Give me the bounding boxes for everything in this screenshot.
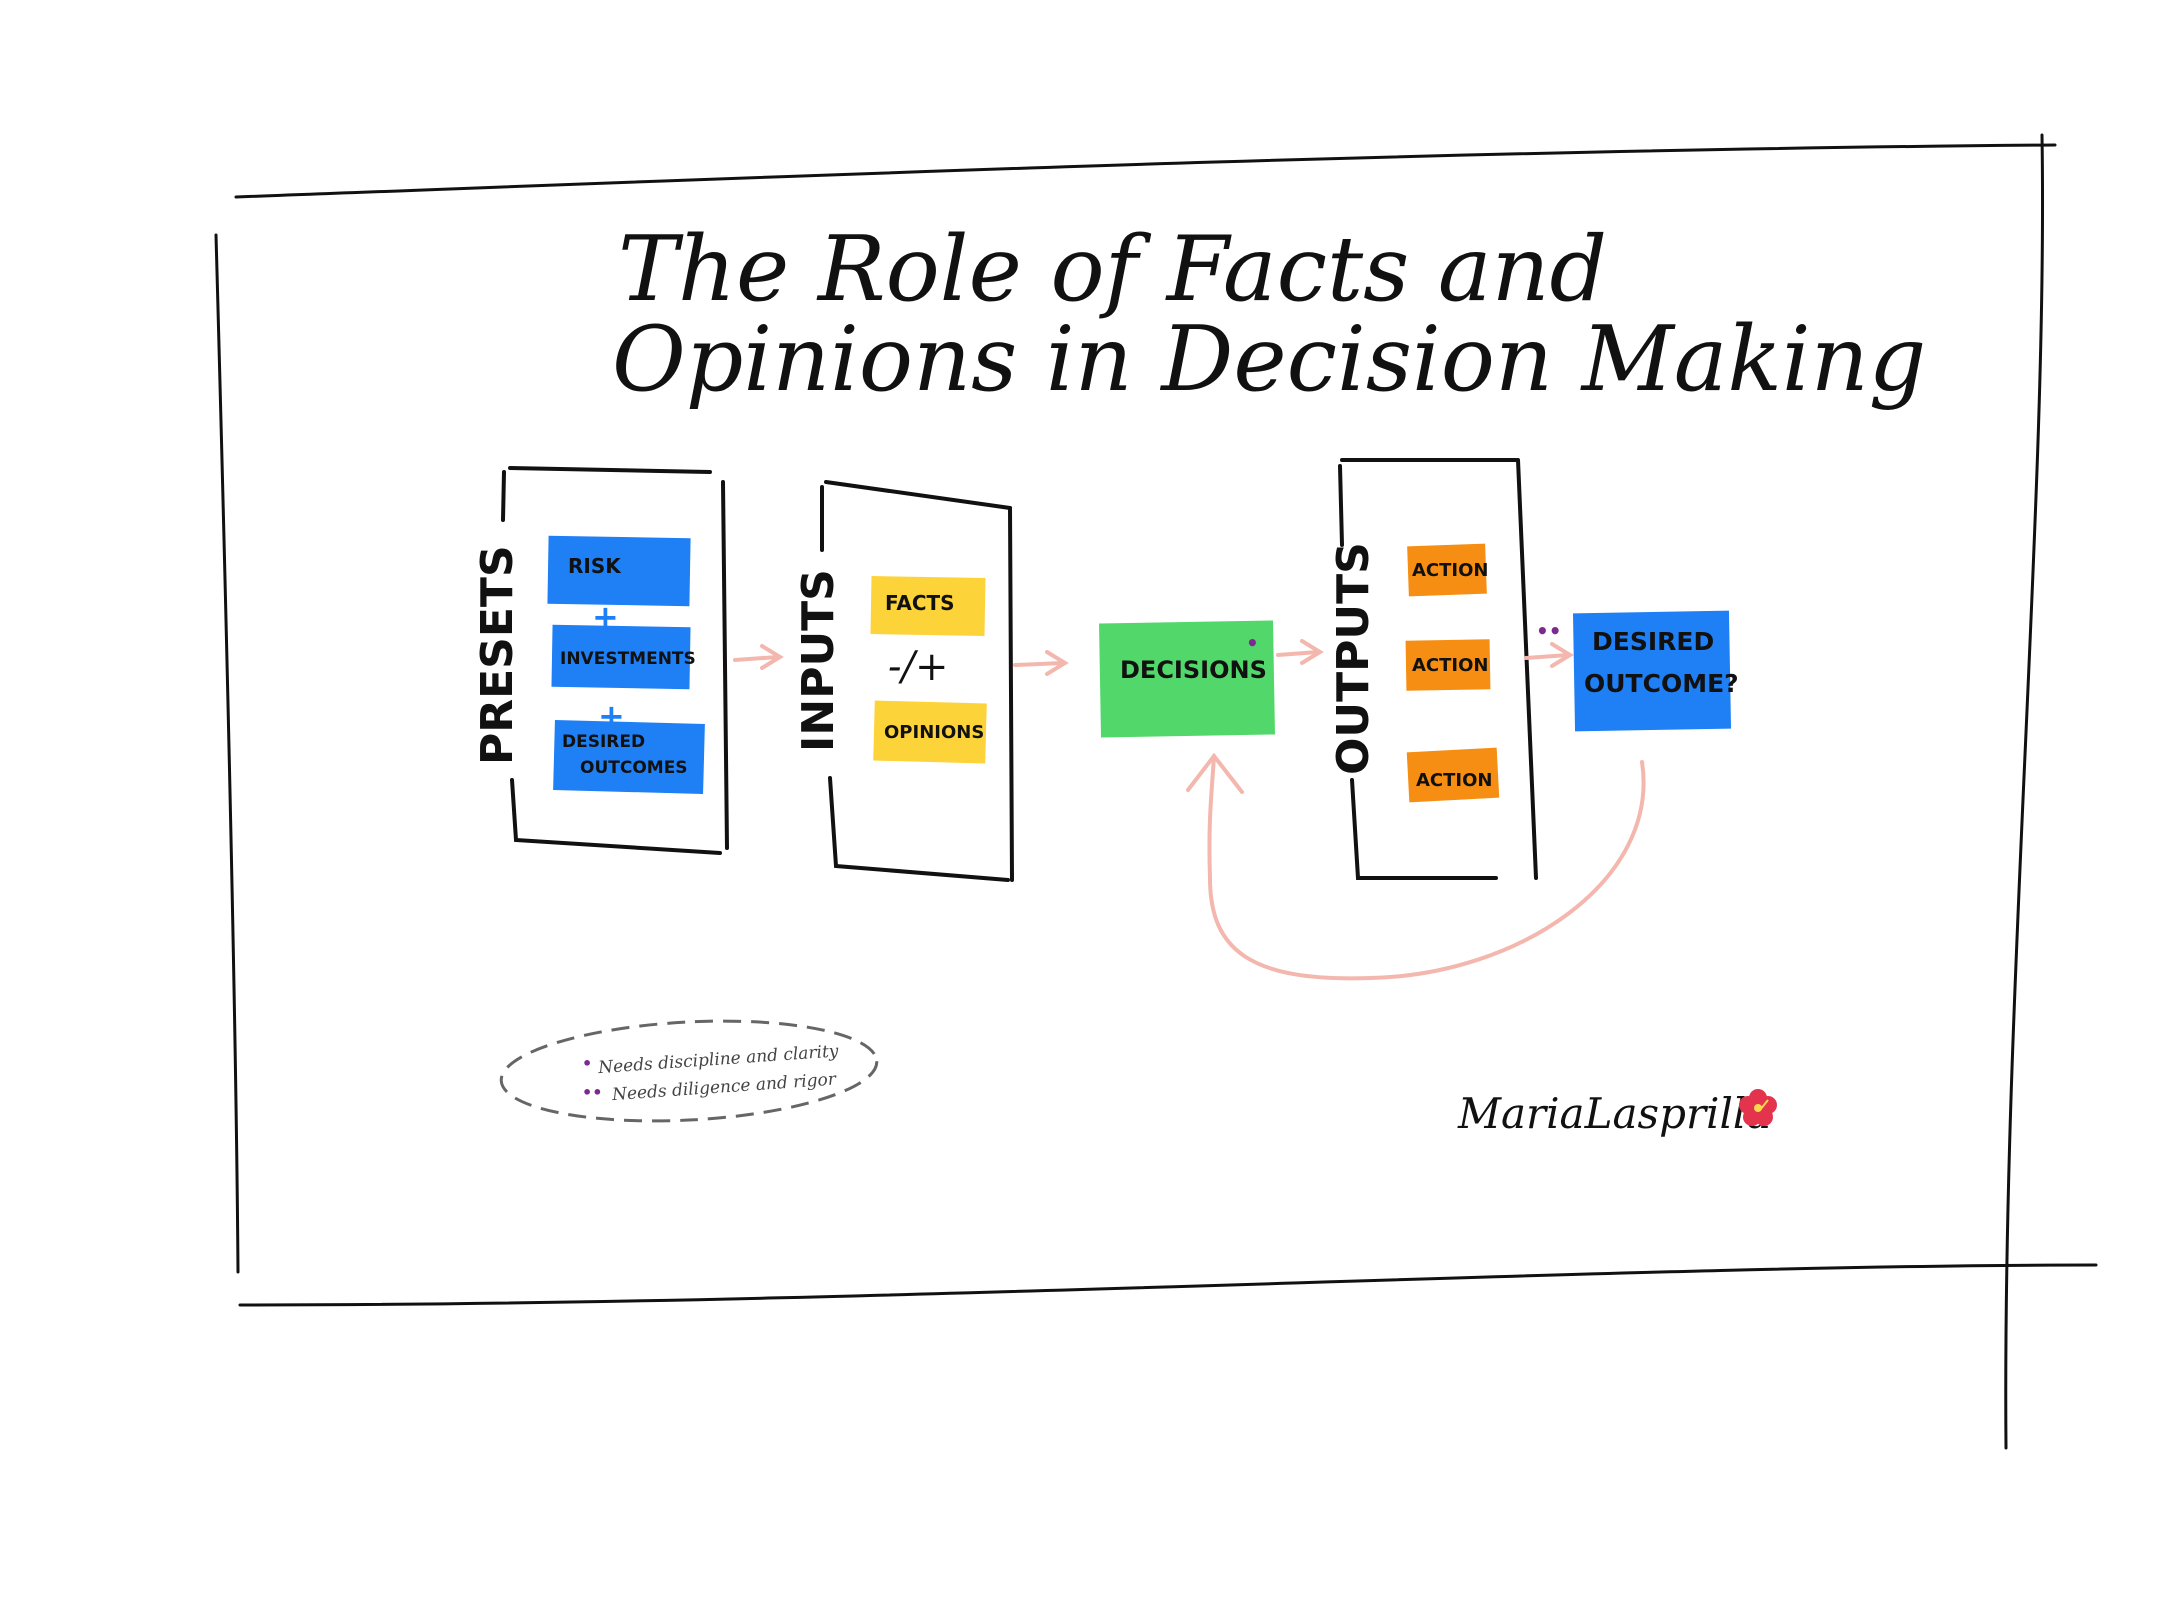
arrow-decisions-to-outputs (1276, 639, 1324, 665)
inputs-label: INPUTS (793, 569, 844, 752)
action-box-1 (1407, 543, 1487, 597)
investments-box (551, 624, 691, 690)
investments-label: INVESTMENTS (560, 649, 696, 669)
desired-outcome-marker: •• (1536, 619, 1562, 643)
decisions-box (1099, 620, 1275, 738)
action-label-2: ACTION (1412, 655, 1488, 676)
arrow-outputs-to-desired (1524, 642, 1574, 668)
title-line-2: Opinions in Decision Making (612, 307, 1926, 412)
desired-outcome-box (1572, 610, 1732, 732)
signature: MariaLasprilla (1457, 1089, 1771, 1138)
action-box-3 (1406, 747, 1500, 803)
frame (214, 133, 2098, 1450)
frame-left (214, 233, 240, 1274)
facts-box (870, 576, 986, 636)
desired-outcomes-box (553, 720, 705, 794)
presets-bracket (501, 466, 729, 855)
facts-label: FACTS (885, 591, 955, 615)
legend-ellipse (499, 1019, 879, 1123)
risk-box (547, 535, 691, 607)
inputs-bracket (820, 480, 1014, 882)
outcomes-label: OUTCOMES (580, 758, 688, 778)
presets-label: PRESETS (472, 545, 523, 765)
frame-top (234, 143, 2057, 199)
arrow-presets-to-inputs (733, 644, 784, 670)
frame-bottom (238, 1263, 2098, 1307)
outputs-bracket (1338, 458, 1538, 880)
desired-outcome-line-2: OUTCOME? (1584, 669, 1739, 698)
feedback-loop-arrow (1186, 752, 1646, 981)
title-line-1: The Role of Facts and (618, 217, 1607, 322)
opinions-label: OPINIONS (884, 722, 984, 743)
opinions-box (873, 700, 987, 764)
legend-bullet-1: • (582, 1054, 592, 1073)
legend-bullet-2: •• (582, 1083, 602, 1102)
hibiscus-flower-icon (1739, 1089, 1777, 1126)
outputs-label: OUTPUTS (1328, 542, 1379, 775)
action-label-1: ACTION (1412, 560, 1488, 581)
action-label-3: ACTION (1416, 770, 1492, 791)
decisions-label: DECISIONS (1120, 656, 1267, 684)
arrow-inputs-to-decisions (1013, 650, 1069, 676)
desired-label: DESIRED (562, 732, 645, 752)
operator-label: -/+ (888, 644, 949, 690)
risk-label: RISK (568, 554, 622, 578)
decisions-marker: • (1246, 631, 1259, 655)
action-box-2 (1405, 639, 1491, 691)
frame-right (2004, 133, 2045, 1450)
desired-outcome-line-1: DESIRED (1592, 627, 1714, 656)
